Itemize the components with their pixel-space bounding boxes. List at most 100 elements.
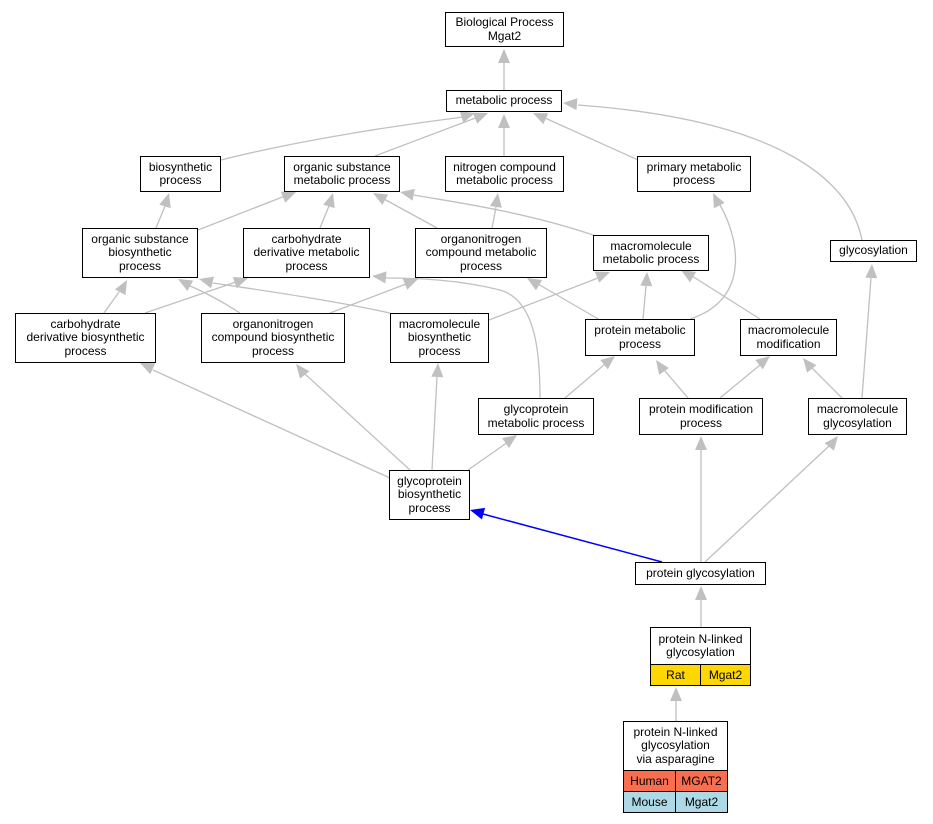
edge-protein-mod-to-macromolecule-mod: [719, 364, 761, 399]
edge-org-sub-bio-to-org-sub-metabolic-arrowhead: [280, 191, 296, 203]
edge-carb-deriv-meta-to-org-sub-metabolic-arrowhead: [323, 193, 335, 209]
edge-macromolecule-bio-to-macromolecule-meta: [488, 277, 599, 321]
edge-protein-glyco-to-glycoprotein-bio-highlight-arrowhead: [470, 507, 486, 520]
node-macromolecule-modification[interactable]: macromolecule modification: [740, 319, 837, 356]
edge-protein-glyco-to-glycoprotein-bio-highlight: [482, 513, 663, 563]
gene-cell: Mgat2: [700, 665, 750, 685]
node-organonitrogen-compound-metabolic-process[interactable]: organonitrogen compound metabolic proces…: [415, 228, 547, 278]
node-protein-metabolic-process[interactable]: protein metabolic process: [585, 319, 695, 356]
edge-macromolecule-mod-to-macromolecule-meta-arrowhead: [681, 270, 697, 283]
edge-biosynthetic-to-metabolic: [220, 116, 464, 161]
node-label: protein N-linked glycosylation via aspar…: [633, 724, 718, 766]
edge-macromolecule-meta-to-org-sub-metabolic-arrowhead: [400, 188, 415, 201]
edge-protein-meta-to-primary: [689, 204, 737, 320]
edge-org-sub-bio-to-biosynthetic: [155, 205, 166, 229]
node-biosynthetic-process[interactable]: biosynthetic process: [140, 156, 221, 192]
node-glycoprotein-biosynthetic-process[interactable]: glycoprotein biosynthetic process: [389, 470, 470, 520]
edge-macromolecule-glyco-to-macromolecule-mod: [811, 367, 843, 399]
node-biological-process-root[interactable]: Biological Process Mgat2: [445, 12, 564, 47]
edge-protein-meta-to-organonitrogen-meta-arrowhead: [527, 278, 543, 291]
edge-macromolecule-glyco-to-glycosylation: [861, 277, 872, 399]
node-primary-metabolic-process[interactable]: primary metabolic process: [637, 156, 751, 192]
edge-glycoprotein-bio-to-carb-deriv-bio: [152, 369, 391, 479]
node-macromolecule-biosynthetic-process[interactable]: macromolecule biosynthetic process: [390, 313, 489, 363]
edge-org-sub-bio-to-org-sub-metabolic: [197, 195, 286, 231]
edge-carb-deriv-bio-to-carb-deriv-meta: [144, 281, 237, 314]
edge-primary-to-metabolic: [544, 117, 639, 161]
edge-organonitrogen-bio-to-organonitrogen-meta-arrowhead: [402, 278, 418, 290]
node-macromolecule-metabolic-process[interactable]: macromolecule metabolic process: [593, 235, 709, 271]
edge-organic-substance-to-metabolic: [374, 116, 479, 157]
edge-carb-deriv-bio-to-org-sub-bio: [103, 291, 120, 314]
edge-macromolecule-bio-to-org-sub-bio: [212, 282, 391, 314]
node-protein-n-linked-glycosylation-via-asparagine[interactable]: protein N-linked glycosylation via aspar…: [623, 721, 728, 813]
edge-organonitrogen-meta-to-org-sub-metabolic-arrowhead: [373, 193, 389, 206]
edge-n-linked-to-protein-glyco-arrowhead: [695, 586, 707, 600]
edge-protein-glyco-to-macromolecule-glyco: [704, 445, 830, 563]
edge-protein-meta-to-macromolecule-meta-arrowhead: [640, 272, 653, 287]
node-organic-substance-biosynthetic-process[interactable]: organic substance biosynthetic process: [82, 228, 198, 278]
edge-organic-substance-to-metabolic-arrowhead: [472, 112, 488, 124]
edge-carb-deriv-meta-to-org-sub-metabolic: [319, 205, 330, 229]
node-carbohydrate-derivative-biosynthetic-process[interactable]: carbohydrate derivative biosynthetic pro…: [15, 313, 156, 363]
edge-macromolecule-glyco-to-macromolecule-mod-arrowhead: [803, 358, 817, 373]
node-protein-n-linked-glycosylation[interactable]: protein N-linked glycosylation Rat Mgat2: [650, 627, 751, 686]
edge-carb-deriv-bio-to-carb-deriv-meta-arrowhead: [232, 276, 248, 289]
edge-protein-mod-to-protein-meta-arrowhead: [656, 360, 669, 375]
edge-organonitrogen-bio-to-org-sub-bio: [189, 285, 241, 314]
annotation-row-rat: Rat Mgat2: [651, 664, 750, 685]
edge-glycoprotein-meta-to-carb-deriv-meta-arrowhead: [372, 271, 387, 284]
edge-protein-glyco-to-macromolecule-glyco-arrowhead: [824, 436, 838, 451]
species-cell: Human: [624, 771, 675, 791]
annotation-row-human: Human MGAT2: [624, 770, 727, 791]
edge-macromolecule-bio-to-org-sub-bio-arrowhead: [199, 276, 215, 289]
edge-carb-deriv-bio-to-org-sub-bio-arrowhead: [114, 280, 127, 296]
node-glycoprotein-metabolic-process[interactable]: glycoprotein metabolic process: [478, 398, 594, 435]
edge-protein-glyco-to-protein-mod-arrowhead: [695, 436, 707, 450]
species-cell: Mouse: [624, 792, 675, 812]
edge-organonitrogen-meta-to-nitrogen-compound: [491, 206, 497, 229]
node-metabolic-process[interactable]: metabolic process: [446, 90, 562, 112]
edge-macromolecule-mod-to-macromolecule-meta: [691, 275, 761, 320]
edge-org-sub-bio-to-biosynthetic-arrowhead: [159, 193, 171, 209]
edge-macromolecule-meta-to-org-sub-metabolic: [413, 194, 597, 237]
edge-glycoprotein-bio-to-organonitrogen-bio: [304, 373, 411, 471]
edge-nitrogen-compound-to-metabolic-arrowhead: [498, 114, 510, 128]
node-protein-modification-process[interactable]: protein modification process: [639, 398, 763, 435]
edge-glycoprotein-meta-to-protein-meta-arrowhead: [600, 356, 615, 370]
edge-organonitrogen-bio-to-organonitrogen-meta: [329, 283, 407, 314]
edge-biosynthetic-to-metabolic-arrowhead: [459, 111, 475, 123]
edge-protein-meta-to-macromolecule-meta: [642, 285, 647, 320]
edge-glycosylation-to-metabolic-arrowhead: [563, 98, 578, 111]
edge-metabolic-to-root-arrowhead: [498, 49, 510, 63]
node-protein-glycosylation[interactable]: protein glycosylation: [635, 562, 766, 585]
edge-glycoprotein-bio-to-organonitrogen-bio-arrowhead: [296, 364, 310, 379]
edge-glycoprotein-bio-to-glycoprotein-meta-arrowhead: [502, 435, 517, 448]
edge-n-linked-asparagine-to-n-linked-arrowhead: [670, 687, 682, 701]
edge-organonitrogen-meta-to-nitrogen-compound-arrowhead: [489, 193, 502, 208]
edge-protein-meta-to-organonitrogen-meta: [537, 283, 601, 321]
node-nitrogen-compound-metabolic-process[interactable]: nitrogen compound metabolic process: [445, 156, 564, 192]
edge-glycoprotein-meta-to-protein-meta: [564, 363, 606, 399]
edge-macromolecule-glyco-to-glycosylation-arrowhead: [865, 264, 878, 279]
edge-glycosylation-to-metabolic: [577, 104, 863, 241]
edge-organonitrogen-meta-to-org-sub-metabolic: [383, 198, 438, 229]
annotation-row-mouse: Mouse Mgat2: [624, 791, 727, 812]
node-organic-substance-metabolic-process[interactable]: organic substance metabolic process: [284, 156, 400, 192]
node-label: protein N-linked glycosylation: [658, 631, 743, 659]
edge-protein-mod-to-protein-meta: [664, 370, 689, 399]
species-cell: Rat: [651, 665, 700, 685]
edge-organonitrogen-bio-to-org-sub-bio-arrowhead: [178, 279, 194, 292]
node-organonitrogen-compound-biosynthetic-process[interactable]: organonitrogen compound biosynthetic pro…: [201, 313, 345, 363]
node-glycosylation[interactable]: glycosylation: [830, 240, 917, 262]
node-macromolecule-glycosylation[interactable]: macromolecule glycosylation: [808, 398, 907, 435]
edge-glycoprotein-bio-to-macromolecule-bio: [431, 376, 438, 471]
node-carbohydrate-derivative-metabolic-process[interactable]: carbohydrate derivative metabolic proces…: [243, 228, 370, 278]
edge-glycoprotein-bio-to-carb-deriv-bio-arrowhead: [140, 363, 156, 375]
gene-cell: MGAT2: [675, 771, 727, 791]
edge-protein-meta-to-primary-arrowhead: [713, 193, 725, 209]
edge-glycoprotein-bio-to-glycoprotein-meta: [467, 441, 509, 471]
edge-glycoprotein-bio-to-macromolecule-bio-arrowhead: [431, 363, 444, 378]
gene-cell: Mgat2: [675, 792, 727, 812]
